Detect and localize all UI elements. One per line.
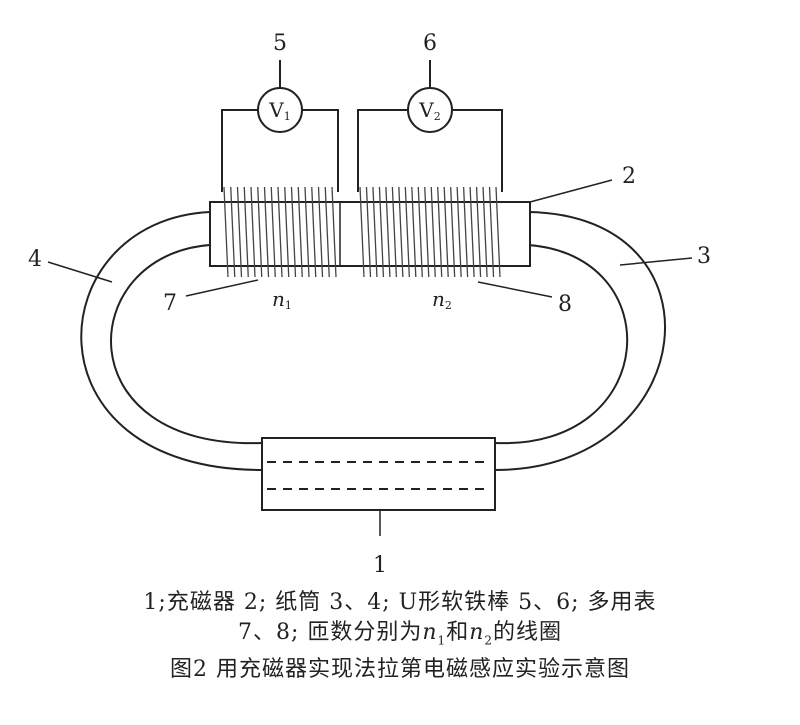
coil-n2-turn [411,186,417,278]
meter2-wire [357,109,503,192]
leader-7 [185,279,259,297]
coil-n1-turn [290,186,297,278]
coil-n1-turn [250,186,256,278]
coil-n1-turn [304,186,310,278]
coil-n2-turn [495,186,501,278]
coil-n1-turn [277,186,283,278]
coil-n2-turn [437,186,443,278]
leader-4 [47,261,113,283]
leader-8 [477,281,553,298]
coil-n2-turn [378,186,385,278]
coil-n2-turn [398,186,404,278]
coil-n1-turn [257,186,263,278]
coil-n2-turn [359,186,365,278]
coil-n2-turn [430,186,436,278]
coil-n1-turn [263,186,270,278]
label-7: 7 [163,291,177,316]
u-iron-bar-inner-outline [110,244,629,445]
label-4: 4 [28,247,42,272]
meter1-wire [221,109,339,192]
coil-n2-turn [456,186,462,278]
meter1-symbol: V1 [268,98,290,123]
coil-n1-turn [223,186,229,278]
coil-n1 [223,186,337,278]
leader-2 [529,179,613,203]
coil2-turns-label: n2 [432,287,452,312]
coil-n2-turn [385,186,391,278]
coil-n2-turn [443,186,449,278]
coil-n2-turn [417,186,423,278]
coil-n2-turn [372,186,378,278]
label-2: 2 [622,164,636,189]
coil-n1-turn [311,186,317,278]
coil-n1-turn [331,186,337,278]
coil-n1-turn [270,186,276,278]
label-8: 8 [558,292,572,317]
coil-n2-turn [365,186,372,278]
label-1: 1 [373,553,387,578]
label-5: 5 [273,31,287,56]
coil-n2-turn [482,186,488,278]
coil-n2-turn [391,186,398,278]
coil-n1-turn [324,186,330,278]
coil-n2-turn [488,186,495,278]
coil-n1-turn [317,186,324,278]
coil1-turns-label: n1 [272,287,292,312]
caption-legend-line2: 7、8; 匝数分别为n1和n2的线圈 [237,620,563,648]
induction-diagram: V1 V2 5 6 2 3 4 7 8 1 n1 n2 [28,31,711,578]
coil-n1-turn [243,186,249,278]
label-6: 6 [423,31,437,56]
magnetizer [261,437,496,511]
coil-n2-turn [404,186,410,278]
caption-block: 1;充磁器 2; 纸筒 3、4; U形软铁棒 5、6; 多用表 7、8; 匝数分… [0,588,800,685]
coil-n2-turn [469,186,475,278]
leader-3 [619,257,693,266]
meter2-symbol: V2 [418,98,440,123]
coil-n2 [359,186,501,278]
coil-n1-turn [297,186,303,278]
coil-n2-turn [462,186,469,278]
caption-legend-line1: 1;充磁器 2; 纸筒 3、4; U形软铁棒 5、6; 多用表 [143,590,657,615]
coil-n2-turn [424,186,430,278]
label-3: 3 [697,244,711,269]
coil-n1-turn [284,186,290,278]
figure-title: 图2 用充磁器实现法拉第电磁感应实验示意图 [170,657,630,683]
coil-n2-turn [450,186,456,278]
coil-n1-turn [230,186,236,278]
coil-n2-turn [475,186,482,278]
coil-n1-turn [236,186,243,278]
